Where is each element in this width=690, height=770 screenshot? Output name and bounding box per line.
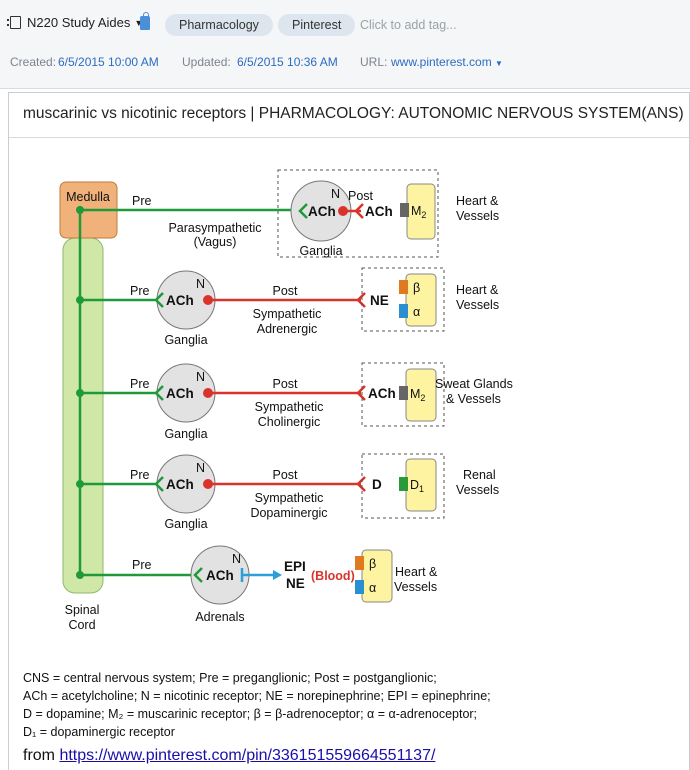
target-label: Sweat Glands [435, 377, 513, 391]
ganglia-label: Ganglia [164, 333, 207, 347]
share-icon[interactable] [140, 12, 150, 30]
d1-label: D1 [410, 478, 424, 494]
legend[interactable]: CNS = central nervous system; Pre = preg… [23, 669, 491, 741]
ans-diagram: .t { font-size:12.5px; fill:#111; } .tb … [59, 169, 513, 632]
legend-line: CNS = central nervous system; Pre = preg… [23, 671, 437, 685]
epi-label: EPI [284, 559, 306, 574]
target-label: Heart & [456, 283, 499, 297]
spinal-cord-label: Spinal [65, 603, 100, 617]
tag-pinterest[interactable]: Pinterest [278, 14, 356, 36]
notebook-icon [7, 16, 21, 29]
nicotinic-label: N [331, 187, 340, 201]
ach-label: ACh [166, 386, 194, 401]
source-link[interactable]: https://www.pinterest.com/pin/3361515596… [59, 747, 436, 764]
nicotinic-label: N [196, 277, 205, 291]
blood-label: (Blood) [311, 569, 355, 583]
post-label: Post [272, 468, 298, 482]
legend-line: D = dopamine; M₂ = muscarinic receptor; … [23, 707, 478, 721]
alpha-label: α [369, 581, 376, 595]
target-label: & Vessels [446, 392, 501, 406]
beta-label: β [413, 281, 420, 295]
post-label: Post [272, 284, 298, 298]
post-label: Post [272, 377, 298, 391]
tag-pharmacology[interactable]: Pharmacology [165, 14, 273, 36]
ach-label: ACh [368, 386, 396, 401]
created-label: Created: [10, 55, 57, 69]
pathway-label: Sympathetic [255, 400, 324, 414]
ganglia-label: Ganglia [164, 517, 207, 531]
m2-label: M2 [410, 387, 425, 403]
notebook-selector[interactable]: N220 Study Aides ▼ [7, 15, 144, 30]
target-label: Heart & [456, 194, 499, 208]
pathway-label: Adrenergic [257, 322, 317, 336]
medulla-label: Medulla [66, 190, 110, 204]
nicotinic-label: N [196, 461, 205, 475]
pre-label: Pre [130, 284, 150, 298]
pre-label: Pre [132, 194, 152, 208]
alpha-label: α [413, 305, 420, 319]
legend-line: D₁ = dopaminergic receptor [23, 725, 175, 739]
pathway-label: Sympathetic [255, 491, 324, 505]
target-label: Vessels [394, 580, 437, 594]
spinal-cord-label: Cord [68, 618, 95, 632]
ach-label: ACh [308, 204, 336, 219]
note-header: N220 Study Aides ▼ Pharmacology Pinteres… [0, 0, 690, 89]
ne-label: NE [370, 293, 389, 308]
chevron-down-icon[interactable]: ▼ [134, 17, 144, 28]
ganglia-label: Ganglia [299, 244, 342, 258]
pathway-label: Dopaminergic [250, 506, 327, 520]
ganglia-label: Ganglia [164, 427, 207, 441]
target-label: Vessels [456, 209, 499, 223]
pathway-label: Cholinergic [258, 415, 321, 429]
updated-label: Updated: [182, 55, 231, 69]
pathway-label: Sympathetic [253, 307, 322, 321]
effector-box [361, 453, 445, 519]
nicotinic-label: N [232, 552, 241, 566]
ach-label: ACh [166, 477, 194, 492]
beta-label: β [369, 557, 376, 571]
note-body[interactable]: muscarinic vs nicotinic receptors | PHAR… [8, 92, 690, 770]
m2-label: M2 [411, 204, 426, 220]
parasympathetic-label: Parasympathetic [168, 221, 261, 235]
adrenals-label: Adrenals [195, 610, 244, 624]
chevron-down-icon[interactable]: ▼ [495, 59, 503, 68]
ach-label: ACh [365, 204, 393, 219]
notebook-name[interactable]: N220 Study Aides [27, 15, 131, 30]
source-line: from https://www.pinterest.com/pin/33615… [23, 747, 435, 765]
spinal-cord-shape [62, 237, 104, 594]
target-label: Vessels [456, 298, 499, 312]
parasympathetic-label: (Vagus) [194, 235, 237, 249]
post-label: Post [348, 189, 374, 203]
nicotinic-label: N [196, 370, 205, 384]
pre-label: Pre [132, 558, 152, 572]
target-label: Heart & [395, 565, 438, 579]
url-value[interactable]: www.pinterest.com ▼ [391, 55, 503, 69]
target-label: Renal [463, 468, 496, 482]
ach-label: ACh [206, 568, 234, 583]
pre-label: Pre [130, 468, 150, 482]
effector-box [361, 267, 445, 332]
note-title[interactable]: muscarinic vs nicotinic receptors | PHAR… [23, 105, 684, 122]
ne-label: NE [286, 576, 305, 591]
divider [9, 137, 689, 138]
updated-value[interactable]: 6/5/2015 10:36 AM [237, 55, 338, 69]
pre-label: Pre [130, 377, 150, 391]
target-label: Vessels [456, 483, 499, 497]
ach-label: ACh [166, 293, 194, 308]
from-label: from [23, 747, 60, 764]
effector-box [361, 362, 445, 427]
created-value[interactable]: 6/5/2015 10:00 AM [58, 55, 159, 69]
legend-line: ACh = acetylcholine; N = nicotinic recep… [23, 689, 491, 703]
dopamine-label: D [372, 477, 382, 492]
url-label: URL: [360, 55, 388, 69]
ganglia-box [277, 169, 439, 258]
add-tag-input[interactable]: Click to add tag... [360, 18, 457, 32]
